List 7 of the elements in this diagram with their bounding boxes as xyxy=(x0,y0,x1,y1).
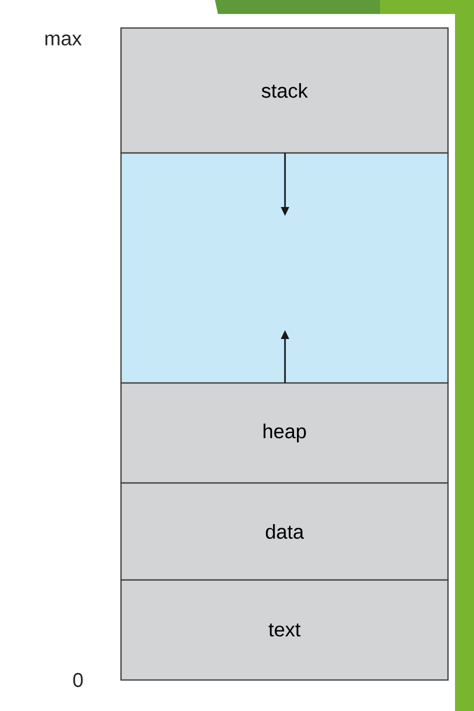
address-label: max xyxy=(45,34,82,46)
memory-segment: heap xyxy=(120,382,449,484)
free-space-box xyxy=(120,152,449,384)
memory-segment: data xyxy=(120,482,449,581)
memory-segment: text xyxy=(120,579,449,681)
memory-segment: stack xyxy=(120,27,449,154)
address-label: 0 xyxy=(73,672,83,688)
